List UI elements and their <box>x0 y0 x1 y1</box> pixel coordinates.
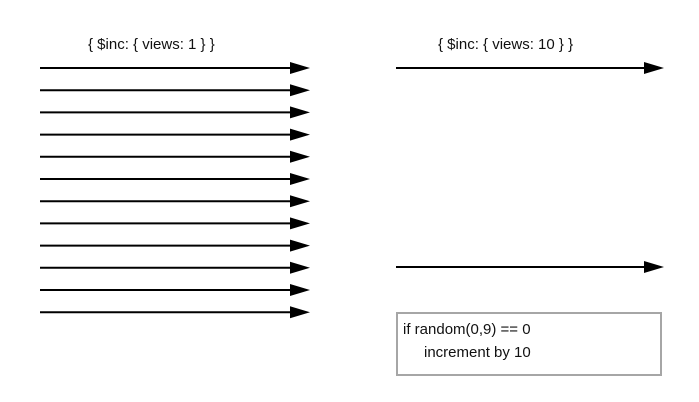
arrow-head <box>290 106 310 119</box>
increment-ten-arrow <box>396 261 664 273</box>
right-arrow-group <box>396 62 664 273</box>
arrow-head <box>644 261 664 273</box>
arrow-head <box>290 84 310 97</box>
increment-one-arrow <box>40 84 310 97</box>
arrow-head <box>290 306 310 319</box>
increment-one-arrow <box>40 261 310 274</box>
random-increment-note-box: if random(0,9) == 0 increment by 10 <box>396 312 662 376</box>
arrow-head <box>290 128 310 141</box>
arrow-head <box>290 150 310 163</box>
increment-one-arrow <box>40 62 310 74</box>
increment-one-arrow <box>40 239 310 252</box>
increment-by-ten-label: { $inc: { views: 10 } } <box>438 36 574 53</box>
increment-one-arrow <box>40 150 310 163</box>
arrow-head <box>290 62 310 74</box>
increment-one-arrow <box>40 106 310 119</box>
arrow-head <box>290 284 310 296</box>
arrow-head <box>290 195 310 208</box>
arrow-head <box>290 261 310 274</box>
increment-ten-arrow <box>396 62 664 74</box>
arrow-head <box>290 239 310 252</box>
increment-one-arrow <box>40 128 310 141</box>
increment-one-arrow <box>40 284 310 296</box>
arrow-head <box>644 62 664 74</box>
left-arrow-group <box>40 62 310 319</box>
increment-one-arrow <box>40 217 310 230</box>
note-condition-text: if random(0,9) == 0 <box>403 321 531 338</box>
arrow-head <box>290 217 310 230</box>
increment-one-arrow <box>40 195 310 208</box>
increment-by-one-label: { $inc: { views: 1 } } <box>88 36 215 53</box>
increment-one-arrow <box>40 306 310 319</box>
increment-one-arrow <box>40 173 310 185</box>
note-action-text: increment by 10 <box>424 344 531 361</box>
arrow-head <box>290 173 310 185</box>
